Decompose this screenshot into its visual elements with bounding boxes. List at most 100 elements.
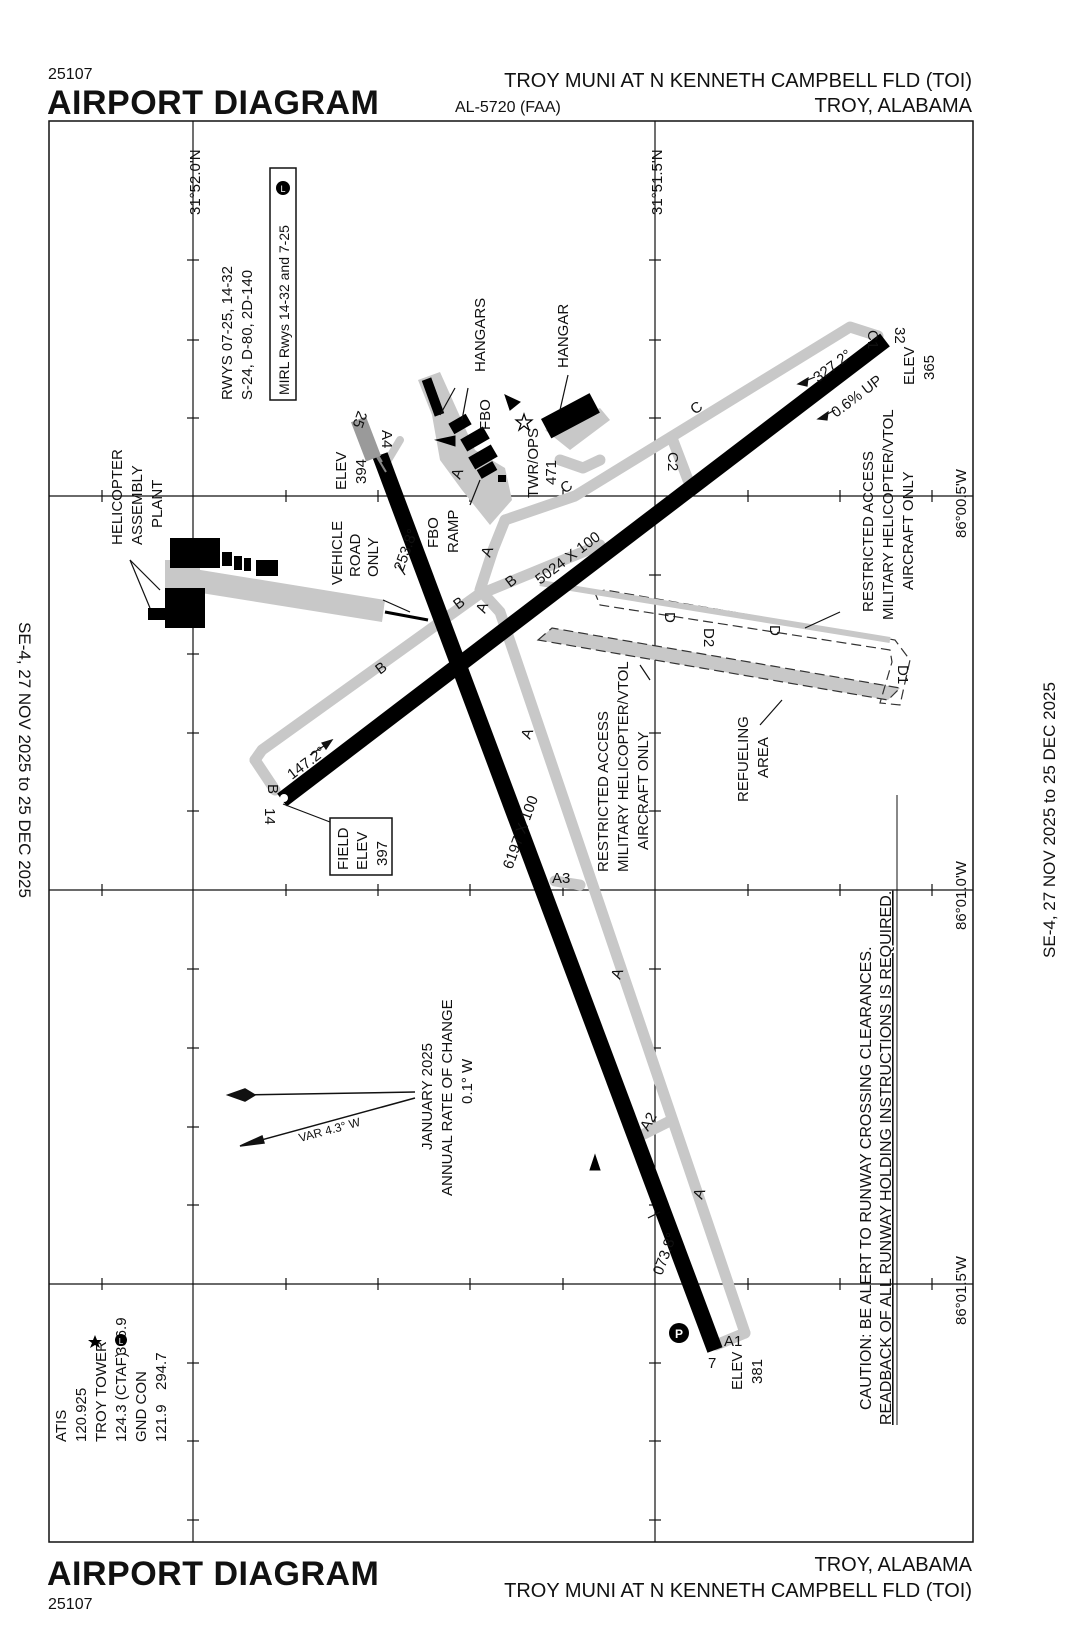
beacon-icon: [504, 394, 521, 411]
taxiway-label-b-4: B: [264, 784, 281, 794]
hangar-building-west: [421, 377, 445, 417]
grid-lat-2: 31°51.5'N: [649, 149, 666, 215]
runway-25-elev-label: ELEV: [333, 452, 350, 490]
beacon-symbols: [434, 394, 601, 1171]
fbo-hangar-1: [448, 413, 472, 435]
grid-lon-3: 86°01.5'W: [953, 1255, 970, 1325]
svg-text:VEHICLE: VEHICLE: [329, 521, 346, 585]
taxiway-d-centerline: [539, 580, 891, 643]
taxiway-label-d-2: D: [766, 625, 783, 636]
taxiway-label-a-1: A: [690, 1186, 709, 1201]
field-elev-box: FIELD ELEV 397: [329, 817, 393, 876]
plant-building-7: [148, 608, 168, 620]
label-twr-ops: TWR/OPS: [525, 428, 542, 498]
plant-building-1: [170, 538, 220, 568]
rotated-blocks: HELICOPTER ASSEMBLY PLANT VEHICLE ROAD O…: [53, 149, 970, 1442]
procedure-number-top: 25107: [48, 66, 93, 83]
lighting-box: MIRL Rwys 14-32 and 7-25 L: [269, 167, 297, 401]
taxiway-a3: [549, 875, 586, 891]
svg-text:FIELD: FIELD: [335, 827, 352, 870]
grid-lon-2: 86°01.0'W: [953, 860, 970, 930]
plant-building-4: [244, 558, 251, 571]
svg-text:REFUELING: REFUELING: [735, 716, 752, 802]
grid-lat-1: 31°52.0'N: [187, 149, 204, 215]
city-state-bottom: TROY, ALABAMA: [814, 1554, 972, 1576]
taxiway-label-a3: A3: [552, 870, 570, 887]
buildings: [148, 377, 600, 628]
leader-lines: [129, 374, 841, 823]
magnetic-north-arrowhead: [239, 1134, 265, 1147]
svg-text:PLANT: PLANT: [149, 480, 166, 528]
svg-text:MILITARY HELICOPTER/VTOL: MILITARY HELICOPTER/VTOL: [880, 409, 897, 620]
taxiways: [249, 321, 884, 1351]
svg-text:TROY TOWER: TROY TOWER: [93, 1341, 110, 1442]
wind-indicator-south: [589, 1153, 601, 1171]
svg-text:ASSEMBLY: ASSEMBLY: [129, 465, 146, 545]
svg-text:397: 397: [374, 841, 391, 866]
grid-ticks: [101, 259, 933, 1521]
runway-32-number: 32: [891, 327, 908, 344]
svg-text:HELICOPTER: HELICOPTER: [109, 449, 126, 545]
taxiway-label-d2: D2: [700, 628, 717, 647]
runway-7-25: [372, 452, 723, 1353]
svg-text:124.3 (CTAF): 124.3 (CTAF): [113, 1352, 130, 1442]
taxiway-label-a4: A4: [378, 430, 395, 448]
runway-25-elev: 394: [353, 459, 370, 484]
diagram-frame: [48, 120, 974, 1543]
svg-text:AIRCRAFT ONLY: AIRCRAFT ONLY: [635, 731, 652, 850]
svg-text:AREA: AREA: [755, 737, 772, 778]
runway-14-32: [277, 333, 890, 807]
taxiway-label-c2: C2: [664, 452, 681, 471]
svg-text:MIRL Rwys 14-32 and 7-25: MIRL Rwys 14-32 and 7-25: [276, 225, 292, 395]
svg-text:RESTRICTED ACCESS: RESTRICTED ACCESS: [595, 711, 612, 872]
fbo-hangar-2: [460, 426, 490, 452]
label-fbo: FBO: [477, 399, 494, 430]
svg-text:P: P: [675, 1327, 683, 1341]
svg-text:120.925: 120.925: [73, 1388, 90, 1442]
taxiway-b-end: [249, 754, 281, 796]
taxiway-a2: [638, 1114, 678, 1140]
hangar-connector: [554, 454, 606, 474]
svg-text:ATIS: ATIS: [53, 1410, 70, 1442]
label-fbo-ramp-2: RAMP: [445, 510, 462, 553]
airport-name-bottom: TROY MUNI AT N KENNETH CAMPBELL FLD (TOI…: [504, 1580, 972, 1602]
twr-building: [498, 475, 506, 482]
vehicle-road: [384, 610, 429, 622]
plant-building-6: [165, 588, 205, 628]
svg-text:AIRCRAFT ONLY: AIRCRAFT ONLY: [900, 471, 917, 590]
true-north-arrowhead: [225, 1088, 257, 1102]
svg-text:ELEV: ELEV: [354, 832, 371, 870]
svg-text:CAUTION: BE ALERT TO RUNWAY CR: CAUTION: BE ALERT TO RUNWAY CROSSING CLE…: [858, 946, 875, 1410]
svg-text:READBACK OF ALL RUNWAY HOLDING: READBACK OF ALL RUNWAY HOLDING INSTRUCTI…: [878, 891, 895, 1425]
taxiway-label-a2: A2: [637, 1110, 661, 1134]
svg-text:L: L: [119, 1337, 124, 1346]
taxiway-label-a1: A1: [724, 1333, 742, 1350]
runway-25-number: 25: [349, 409, 371, 430]
svg-text:JANUARY 2025: JANUARY 2025: [419, 1043, 436, 1150]
runway-25-blastpad: [351, 416, 381, 462]
label-var: VAR 4.3° W: [297, 1115, 362, 1145]
runway-14-threshold-light: [280, 794, 288, 802]
grid-lon-1: 86°00.5'W: [953, 468, 970, 538]
fbo-hangar-3: [468, 444, 498, 470]
svg-text:RWYS 07-25, 14-32: RWYS 07-25, 14-32: [219, 266, 236, 400]
taxiway-label-c1: C1: [864, 330, 881, 349]
runway-32-elev: 365: [921, 355, 938, 380]
magnetic-variation-arrows: [225, 1088, 416, 1147]
tower-star-icon: [514, 412, 534, 432]
chart-id: AL-5720 (FAA): [455, 99, 561, 116]
svg-text:ONLY: ONLY: [365, 537, 382, 577]
hangar-building: [540, 393, 600, 439]
svg-text:MILITARY HELICOPTER/VTOL: MILITARY HELICOPTER/VTOL: [615, 661, 632, 872]
label-hangars: HANGARS: [472, 298, 489, 372]
plant-building-2: [222, 552, 232, 566]
svg-text:ANNUAL RATE OF CHANGE: ANNUAL RATE OF CHANGE: [439, 999, 456, 1196]
svg-text:RESTRICTED ACCESS: RESTRICTED ACCESS: [860, 451, 877, 612]
title-top: AIRPORT DIAGRAM: [47, 84, 380, 122]
runway-7-elev-label: ELEV: [729, 1352, 746, 1390]
label-hangar: HANGAR: [555, 304, 572, 368]
svg-text:S-24, D-80, 2D-140: S-24, D-80, 2D-140: [239, 270, 256, 400]
wind-cone-icon: [434, 435, 456, 447]
label-fbo-ramp-1: FBO: [425, 517, 442, 548]
